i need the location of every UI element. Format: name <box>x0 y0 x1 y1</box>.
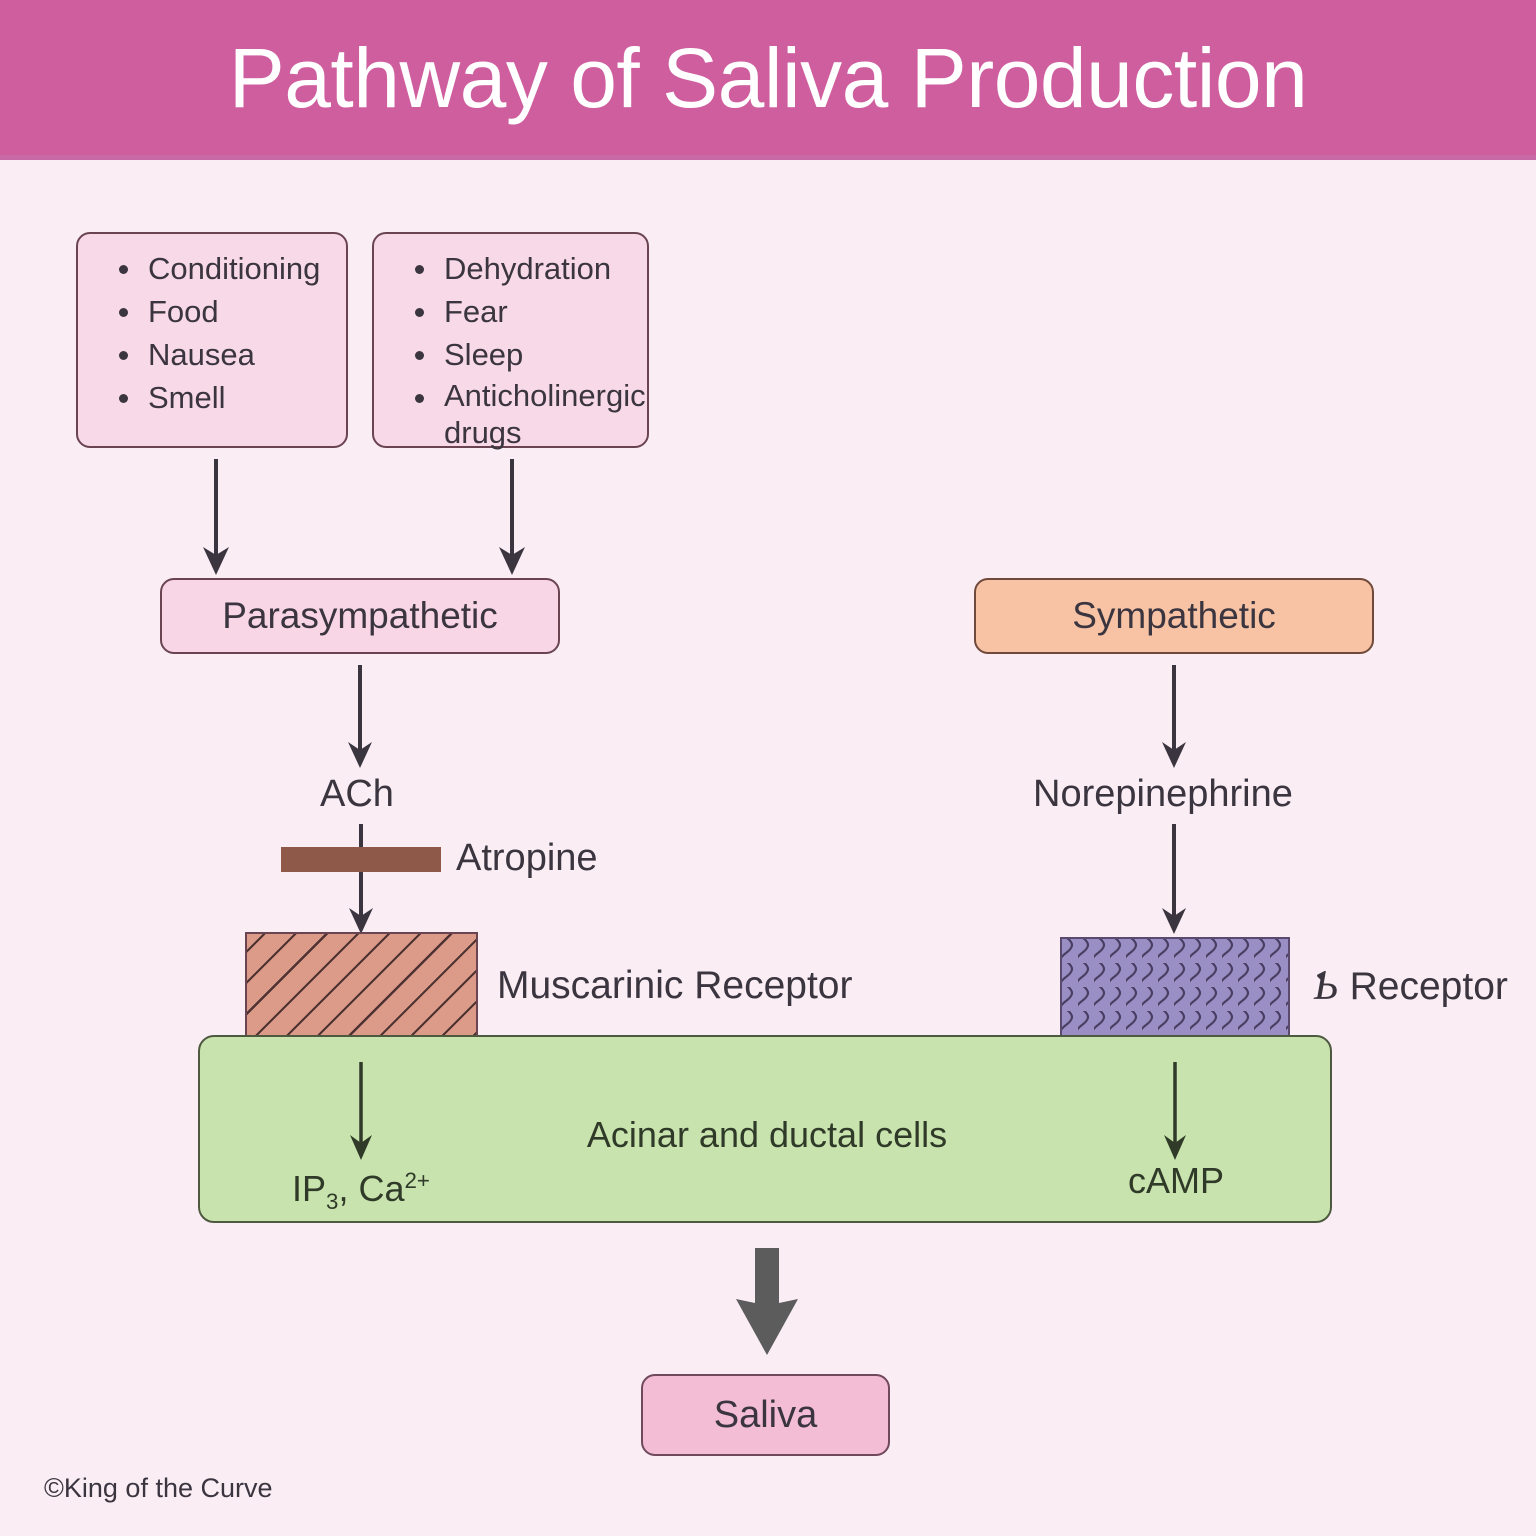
calcium-superscript: 2+ <box>404 1168 430 1193</box>
trigger-list-left: Conditioning Food Nausea Smell <box>100 248 328 418</box>
header-underline <box>0 155 1536 160</box>
label-muscarinic-receptor: Muscarinic Receptor <box>497 964 853 1007</box>
list-item: Smell <box>100 377 328 418</box>
beta-symbol-icon: Ƅ <box>1314 963 1339 1009</box>
arrow-parasympathetic-to-ach <box>340 665 380 770</box>
trigger-list-right: Dehydration Fear Sleep Anticholinergic d… <box>396 248 646 451</box>
ip3-base: IP <box>292 1168 327 1209</box>
label-ip3-calcium: IP3, Ca2+ <box>292 1161 430 1222</box>
label-beta-receptor-text: Receptor <box>1349 965 1508 1008</box>
list-item: Dehydration <box>396 248 629 289</box>
ip3-subscript: 3 <box>326 1189 339 1215</box>
list-item: Nausea <box>100 334 328 375</box>
arrow-norepinephrine-to-beta-receptor <box>1154 824 1194 936</box>
trigger-box-inhibitory-stimuli: Dehydration Fear Sleep Anticholinergic d… <box>372 232 649 451</box>
label-ach: ACh <box>320 773 394 815</box>
atropine-blocker-bar <box>281 847 441 872</box>
arrow-left-trigger-to-parasympathetic <box>196 459 236 577</box>
node-sympathetic: Sympathetic <box>974 578 1374 654</box>
node-acinar-and-ductal-cells: Acinar and ductal cells IP3, Ca2+ cAMP <box>198 1035 1332 1223</box>
copyright-notice: ©King of the Curve <box>44 1473 273 1503</box>
arrow-right-trigger-to-parasympathetic <box>492 459 532 577</box>
list-item: Conditioning <box>100 248 328 289</box>
label-norepinephrine: Norepinephrine <box>1033 773 1293 815</box>
header-band <box>0 0 1536 155</box>
list-item: Food <box>100 291 328 332</box>
node-saliva: Saliva <box>641 1374 890 1456</box>
list-item: Sleep <box>396 334 629 375</box>
node-sympathetic-label: Sympathetic <box>1072 595 1276 636</box>
page-title: Pathway of Saliva Production <box>228 31 1308 125</box>
list-item: Anticholinergic drugs <box>396 377 646 451</box>
beta-receptor-shape <box>1060 937 1290 1037</box>
trigger-box-parasympathetic-stimuli: Conditioning Food Nausea Smell <box>76 232 348 448</box>
node-parasympathetic-label: Parasympathetic <box>222 595 498 636</box>
list-item: Fear <box>396 291 629 332</box>
label-camp: cAMP <box>1128 1160 1225 1201</box>
label-atropine: Atropine <box>456 837 598 879</box>
arrow-ach-to-muscarinic-receptor <box>341 824 381 936</box>
node-saliva-label: Saliva <box>713 1394 818 1436</box>
muscarinic-receptor-shape <box>245 932 478 1037</box>
arrow-muscarinic-to-ip3 <box>341 1062 381 1162</box>
arrow-beta-to-camp <box>1155 1062 1195 1162</box>
arrow-cells-to-saliva <box>722 1248 812 1358</box>
label-beta-receptor: Ƅ Receptor <box>1314 964 1508 1009</box>
calcium-base: , Ca <box>338 1168 405 1209</box>
node-parasympathetic: Parasympathetic <box>160 578 560 654</box>
arrow-sympathetic-to-norepinephrine <box>1154 665 1194 770</box>
acinar-cells-label: Acinar and ductal cells <box>586 1114 948 1155</box>
